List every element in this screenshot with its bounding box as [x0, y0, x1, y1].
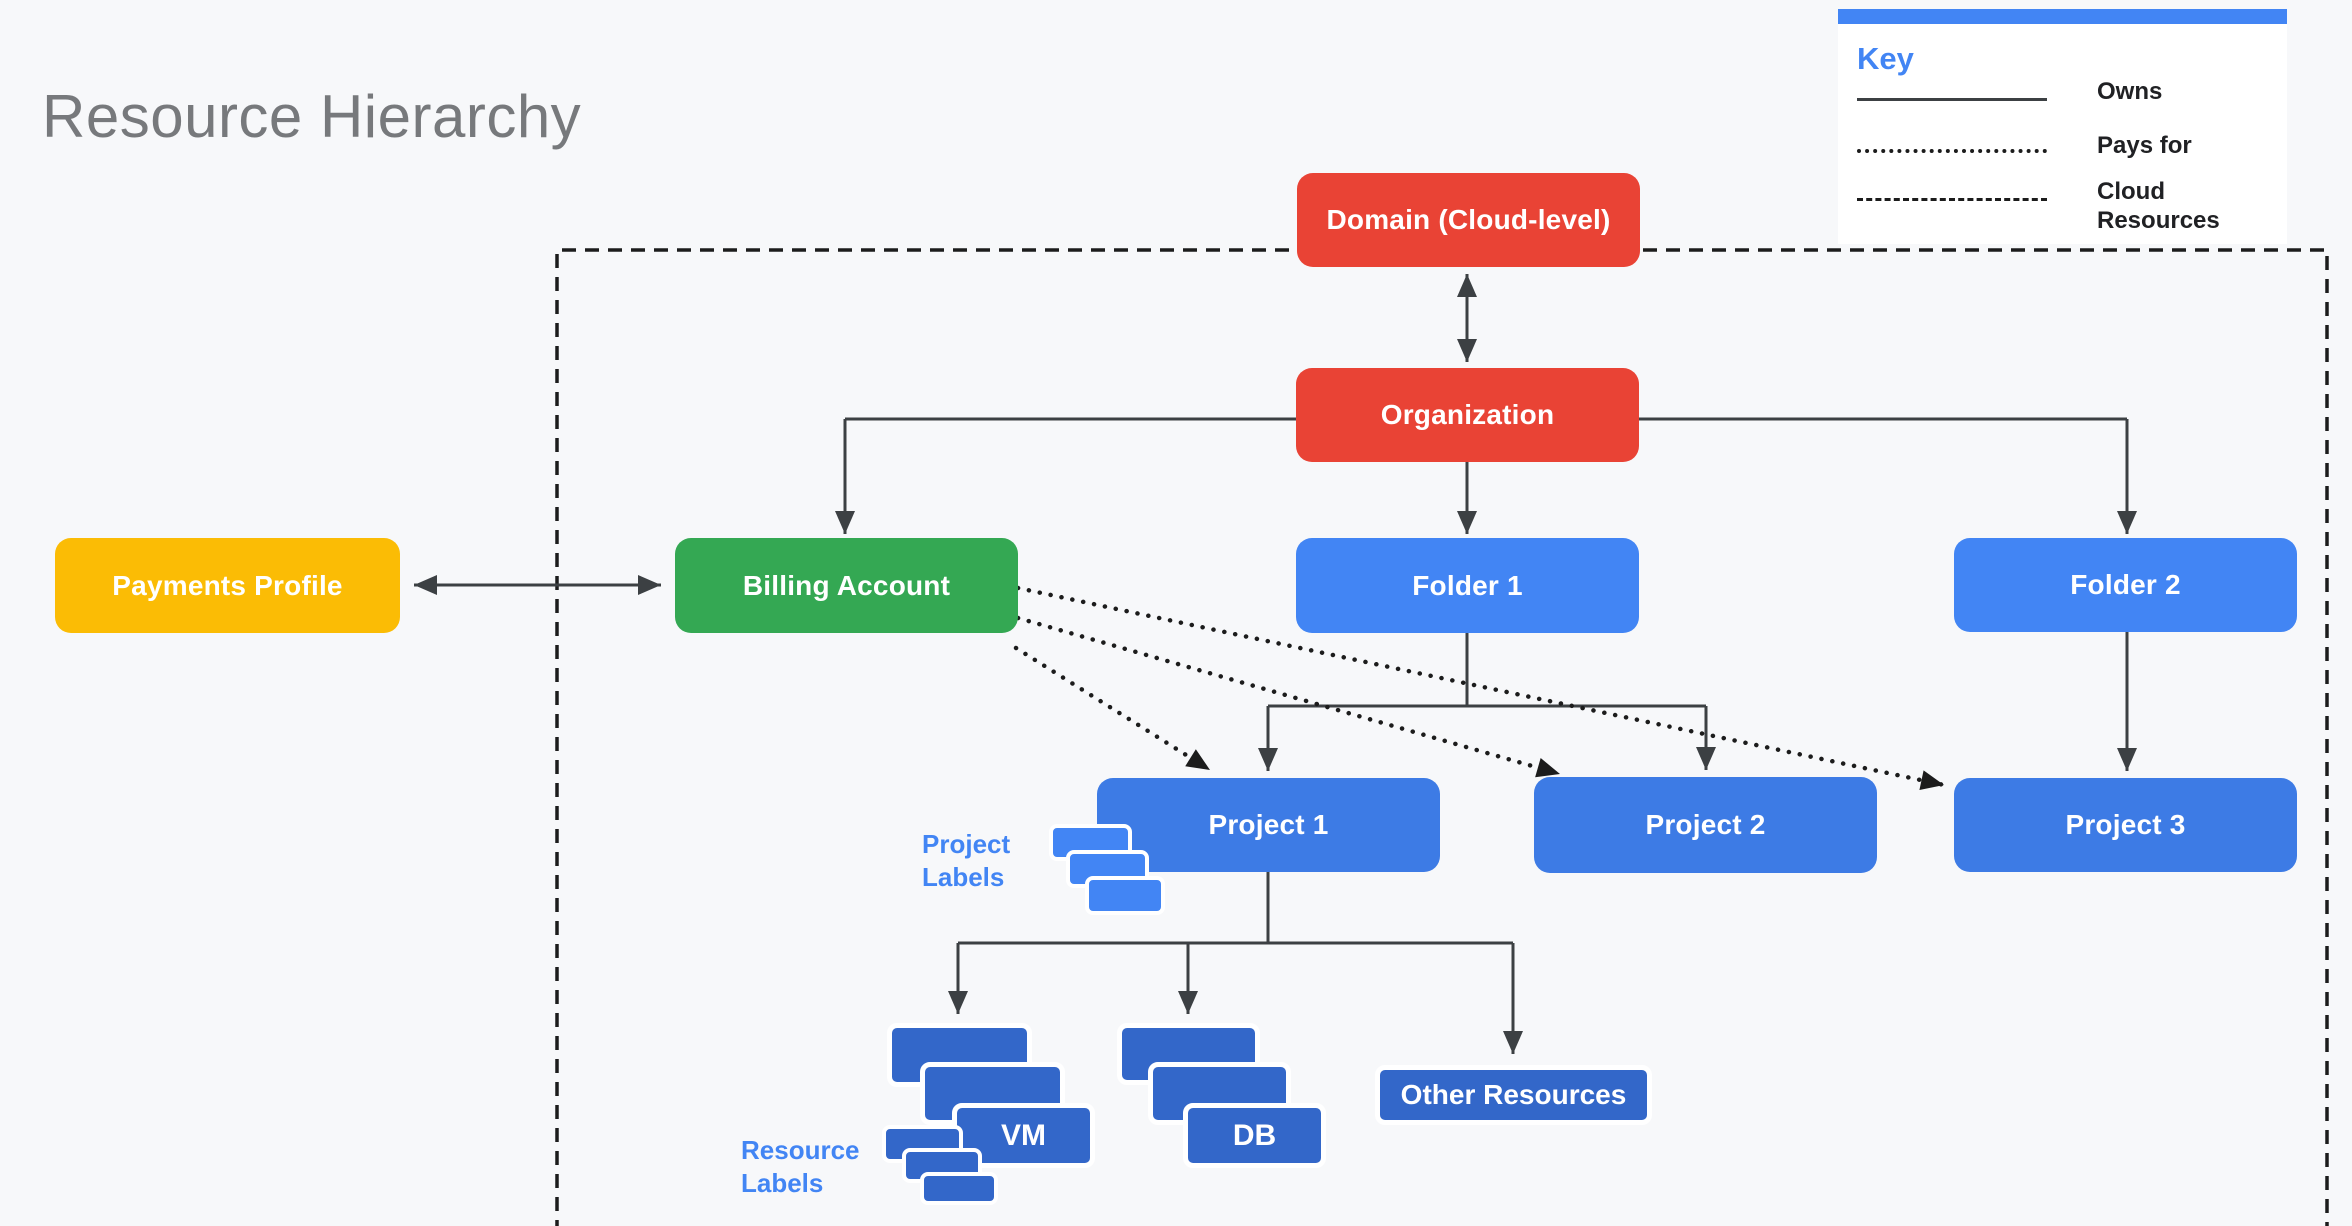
- legend-item-cloud-resources: Cloud Resources: [2097, 178, 2220, 235]
- page-title: Resource Hierarchy: [42, 83, 582, 150]
- node-payments-profile[interactable]: Payments Profile: [55, 538, 400, 633]
- legend-dashed-line-sample: [1857, 198, 2047, 201]
- node-billing-account[interactable]: Billing Account: [675, 538, 1018, 633]
- node-other-resources[interactable]: Other Resources: [1375, 1065, 1652, 1125]
- legend-item-owns: Owns: [2097, 78, 2163, 105]
- edge-billing-project1-paysfor: [1013, 645, 1213, 773]
- node-project-3[interactable]: Project 3: [1954, 778, 2297, 872]
- node-folder-1[interactable]: Folder 1: [1296, 538, 1639, 633]
- edge-billing-project3-paysfor: [1015, 585, 1947, 790]
- legend-heading: Key: [1857, 41, 1914, 76]
- node-project-2[interactable]: Project 2: [1534, 777, 1877, 873]
- legend-solid-line-sample: [1857, 98, 2047, 101]
- legend-top-bar: [1838, 9, 2287, 24]
- edge-billing-project2-paysfor: [1015, 615, 1563, 778]
- node-domain[interactable]: Domain (Cloud-level): [1297, 173, 1640, 267]
- node-folder-2[interactable]: Folder 2: [1954, 538, 2297, 632]
- node-db[interactable]: DB: [1183, 1103, 1326, 1168]
- vm-stack-chip: [887, 1023, 1032, 1087]
- legend-card: Key Owns Pays for Cloud Resources: [1838, 9, 2287, 244]
- resource-label-chip: [920, 1172, 998, 1205]
- project-label-chip: [1085, 876, 1165, 915]
- legend-dotted-line-sample: [1857, 149, 2047, 153]
- legend-item-pays-for: Pays for: [2097, 132, 2192, 159]
- node-organization[interactable]: Organization: [1296, 368, 1639, 462]
- resource-labels-text: Resource Labels: [741, 1135, 860, 1198]
- node-project-1[interactable]: Project 1: [1097, 778, 1440, 872]
- project-labels-text: Project Labels: [922, 829, 1011, 892]
